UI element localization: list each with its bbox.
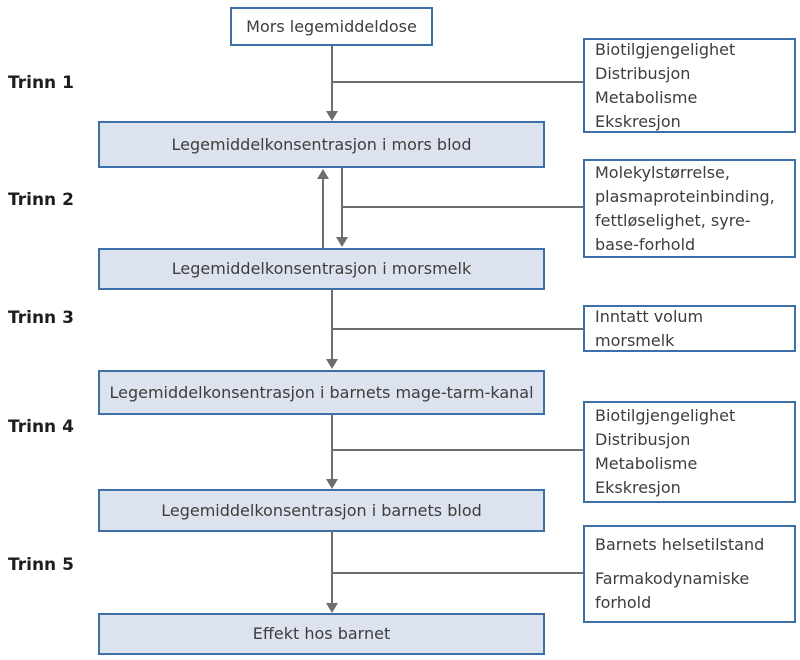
branch-line-step2: [342, 206, 583, 208]
arrowhead-up-step2: [317, 169, 329, 179]
factor-line: Metabolisme: [595, 87, 698, 107]
arrowhead-down-step1: [326, 111, 338, 121]
factor-box-trinn-4: Biotilgjengelighet Distribusjon Metaboli…: [583, 401, 796, 503]
main-box-mage-tarm-kanal: Legemiddelkonsentrasjon i barnets mage-t…: [98, 370, 545, 415]
step-label-trinn-2: Trinn 2: [8, 190, 74, 210]
main-box-effekt-hos-barnet: Effekt hos barnet: [98, 613, 545, 655]
arrowhead-down-step2: [336, 237, 348, 247]
arrowhead-down-step4: [326, 479, 338, 489]
connector-line-step2-down: [341, 168, 343, 237]
connector-line-step1: [331, 46, 333, 111]
step-label-trinn-4: Trinn 4: [8, 417, 74, 437]
branch-line-step3: [332, 328, 583, 330]
factor-line: Biotilgjengelighet: [595, 39, 736, 59]
branch-line-step5: [332, 572, 583, 574]
factor-line: Biotilgjengelighet: [595, 406, 736, 425]
factor-box-trinn-5: Barnets helsetilstand Farmakodynamiske f…: [583, 525, 796, 623]
factor-line: Metabolisme: [595, 454, 698, 473]
factor-line: Inntatt volum morsmelk: [595, 306, 704, 350]
connector-line-step3: [331, 289, 333, 359]
step-label-trinn-1: Trinn 1: [8, 73, 74, 93]
branch-line-step4: [332, 449, 583, 451]
branch-line-step1: [332, 81, 583, 83]
step-label-trinn-5: Trinn 5: [8, 555, 74, 575]
factor-line: Farmakodynamiske forhold: [595, 569, 750, 612]
factor-line: Distribusjon: [595, 430, 691, 449]
factor-box-trinn-1: Biotilgjengelighet Distribusjon Metaboli…: [583, 38, 796, 133]
arrowhead-down-step3: [326, 359, 338, 369]
source-box-mors-legemiddeldose: Mors legemiddeldose: [230, 7, 433, 46]
arrowhead-down-step5: [326, 603, 338, 613]
step-label-trinn-3: Trinn 3: [8, 308, 74, 328]
factor-line: Barnets helsetilstand: [595, 535, 765, 554]
connector-line-step5: [331, 531, 333, 603]
main-box-morsmelk: Legemiddelkonsentrasjon i morsmelk: [98, 248, 545, 290]
main-box-mors-blod: Legemiddelkonsentrasjon i mors blod: [98, 121, 545, 168]
connector-line-step2-up: [322, 179, 324, 248]
factor-box-trinn-3: Inntatt volum morsmelk: [583, 305, 796, 352]
main-box-barnets-blod: Legemiddelkonsentrasjon i barnets blod: [98, 489, 545, 532]
connector-line-step4: [331, 414, 333, 479]
factor-box-trinn-2: Molekylstørrelse, plasmaproteinbinding, …: [583, 159, 796, 258]
factor-line: Molekylstørrelse, plasmaproteinbinding, …: [595, 162, 775, 254]
factor-line: Distribusjon: [595, 63, 691, 83]
factor-line: Ekskresjon: [595, 478, 681, 497]
factor-line: Ekskresjon: [595, 111, 681, 131]
